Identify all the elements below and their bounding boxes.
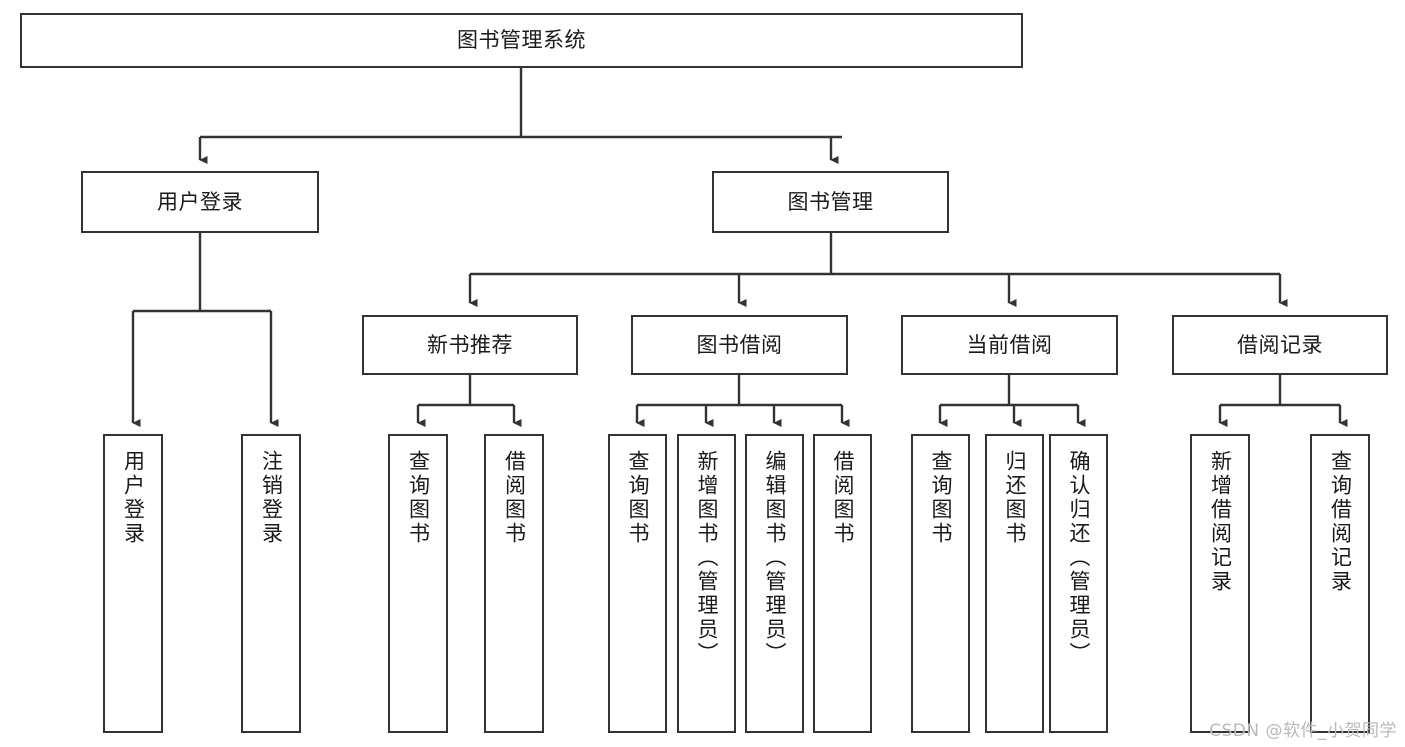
csdn-watermark: CSDN @软件_小贺同学 bbox=[1209, 721, 1397, 741]
node-book-borrow[interactable]: 图书借阅 bbox=[631, 315, 848, 375]
node-label: 用户登录 bbox=[121, 450, 146, 546]
leaf-query-book-current[interactable]: 查询图书 bbox=[911, 434, 970, 733]
node-user-login[interactable]: 用户登录 bbox=[81, 171, 319, 233]
leaf-query-borrow-record[interactable]: 查询借阅记录 bbox=[1310, 434, 1370, 733]
node-label: 图书管理系统 bbox=[457, 28, 586, 53]
leaf-return-book[interactable]: 归还图书 bbox=[985, 434, 1044, 733]
node-label: 借阅图书 bbox=[502, 450, 527, 546]
node-label: 图书管理 bbox=[787, 189, 874, 214]
node-label: 查询图书 bbox=[406, 450, 431, 546]
node-label: 编辑图书（管理员） bbox=[763, 450, 787, 666]
node-new-book-recommend[interactable]: 新书推荐 bbox=[362, 315, 578, 375]
node-label: 新增借阅记录 bbox=[1208, 450, 1233, 594]
node-current-borrow[interactable]: 当前借阅 bbox=[901, 315, 1118, 375]
leaf-logout[interactable]: 注销登录 bbox=[241, 434, 301, 733]
leaf-add-borrow-record[interactable]: 新增借阅记录 bbox=[1190, 434, 1250, 733]
leaf-user-login[interactable]: 用户登录 bbox=[103, 434, 163, 733]
node-label: 查询图书 bbox=[929, 450, 953, 546]
leaf-query-book-recommend[interactable]: 查询图书 bbox=[388, 434, 448, 733]
node-label: 新增图书（管理员） bbox=[695, 450, 719, 666]
leaf-borrow-book-recommend[interactable]: 借阅图书 bbox=[484, 434, 544, 733]
leaf-confirm-return-admin[interactable]: 确认归还（管理员） bbox=[1049, 434, 1108, 733]
node-label: 用户登录 bbox=[157, 189, 243, 214]
node-label: 归还图书 bbox=[1003, 450, 1027, 546]
node-label: 查询图书 bbox=[626, 450, 650, 546]
node-book-management[interactable]: 图书管理 bbox=[712, 171, 949, 233]
leaf-borrow-book[interactable]: 借阅图书 bbox=[813, 434, 872, 733]
leaf-add-book-admin[interactable]: 新增图书（管理员） bbox=[677, 434, 736, 733]
node-borrow-record[interactable]: 借阅记录 bbox=[1172, 315, 1388, 375]
node-label: 确认归还（管理员） bbox=[1067, 450, 1091, 666]
node-label: 新书推荐 bbox=[427, 332, 513, 357]
node-label: 图书借阅 bbox=[696, 332, 783, 357]
leaf-edit-book-admin[interactable]: 编辑图书（管理员） bbox=[745, 434, 804, 733]
node-root-system[interactable]: 图书管理系统 bbox=[20, 13, 1023, 68]
leaf-query-book-borrow[interactable]: 查询图书 bbox=[608, 434, 667, 733]
node-label: 查询借阅记录 bbox=[1328, 450, 1353, 594]
node-label: 注销登录 bbox=[259, 450, 284, 546]
node-label: 借阅图书 bbox=[831, 450, 855, 546]
node-label: 当前借阅 bbox=[966, 332, 1053, 357]
node-label: 借阅记录 bbox=[1237, 332, 1323, 357]
